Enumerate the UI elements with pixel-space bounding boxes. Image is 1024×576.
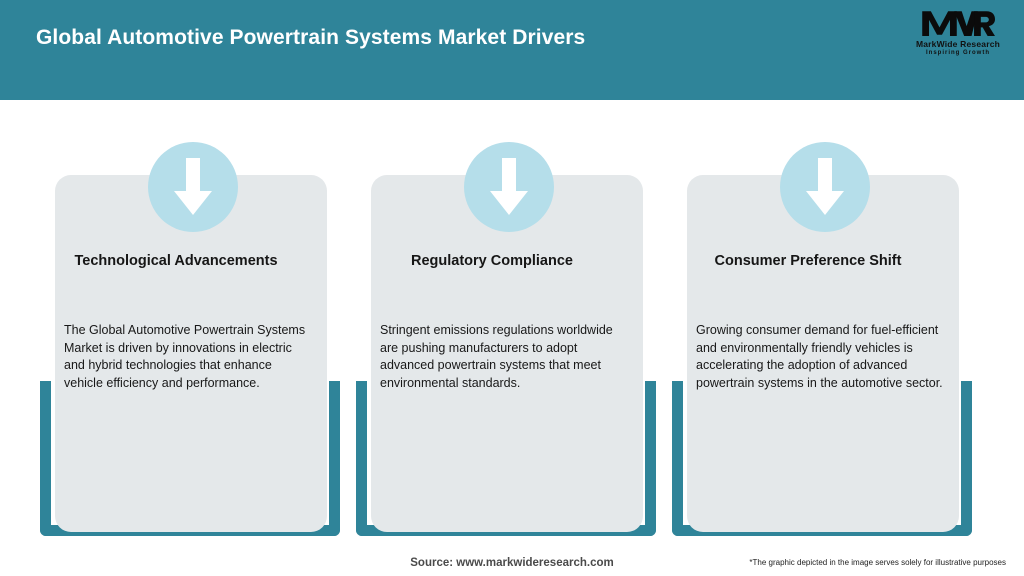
- down-arrow-glyph: [806, 158, 844, 215]
- logo-tagline: Inspiring Growth: [926, 50, 990, 56]
- down-arrow-icon: [780, 142, 870, 232]
- header-bar: [0, 0, 1024, 100]
- card-surface: [371, 175, 643, 532]
- card-surface: [55, 175, 327, 532]
- driver-card-1[interactable]: Technological Advancements The Global Au…: [40, 100, 356, 540]
- cards-container: Technological Advancements The Global Au…: [0, 100, 1024, 540]
- down-arrow-glyph: [490, 158, 528, 215]
- card-body-text: Stringent emissions regulations worldwid…: [380, 323, 613, 390]
- card-title: Technological Advancements: [74, 253, 278, 269]
- source-note: Source: www.markwideresearch.com: [410, 557, 614, 569]
- disclaimer-note: *The graphic depicted in the image serve…: [749, 558, 1006, 567]
- card-surface: [687, 175, 959, 532]
- down-arrow-icon: [148, 142, 238, 232]
- mwr-logo-icon: [922, 11, 995, 36]
- page-title: Global Automotive Powertrain Systems Mar…: [36, 26, 586, 49]
- driver-card-2[interactable]: Regulatory Compliance Stringent emission…: [356, 100, 672, 540]
- card-title: Regulatory Compliance: [411, 253, 573, 269]
- down-arrow-icon: [464, 142, 554, 232]
- driver-card-3[interactable]: Consumer Preference Shift Growing consum…: [672, 100, 988, 540]
- card-body-text: Growing consumer demand for fuel-efficie…: [696, 323, 943, 390]
- card-body-text: The Global Automotive Powertrain Systems…: [64, 323, 306, 390]
- logo-company-name: MarkWide Research: [915, 39, 1001, 49]
- card-title: Consumer Preference Shift: [714, 253, 902, 269]
- logo: MarkWide Research Inspiring Growth: [906, 8, 1010, 66]
- down-arrow-glyph: [174, 158, 212, 215]
